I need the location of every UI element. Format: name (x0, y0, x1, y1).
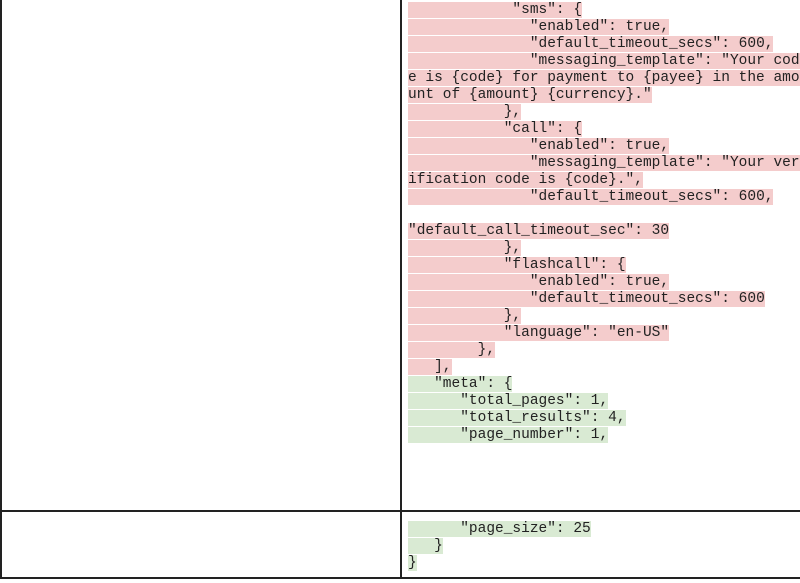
code-line: "call": { (408, 121, 583, 137)
code-line: "meta": { (408, 376, 513, 392)
code-line: } (408, 555, 417, 571)
code-line: }, (408, 240, 522, 256)
code-line: "enabled": true, (408, 19, 670, 35)
code-line: "total_results": 4, (408, 410, 626, 426)
code-block: "page_size": 25 } } (402, 512, 800, 572)
code-line: }, (408, 308, 522, 324)
code-line: }, (408, 104, 522, 120)
code-line: "page_number": 1, (408, 427, 609, 443)
right-cell: "page_size": 25 } } (400, 510, 800, 579)
left-cell (0, 510, 402, 579)
code-line: "total_pages": 1, (408, 393, 609, 409)
code-line: "language": "en-US" (408, 325, 670, 341)
code-line: "messaging_template": "Your code is {cod… (408, 53, 800, 103)
code-line: "default_timeout_secs": 600, (408, 189, 774, 205)
table-row: "page_size": 25 } } (0, 510, 800, 579)
code-line: "page_size": 25 (408, 521, 591, 537)
table-row: "sms": { "enabled": true, "default_timeo… (0, 0, 800, 512)
code-line: ], (408, 359, 452, 375)
left-cell (0, 0, 402, 512)
code-line: "sms": { (408, 2, 583, 18)
code-line: "messaging_template": "Your verification… (408, 155, 800, 188)
right-cell: "sms": { "enabled": true, "default_timeo… (400, 0, 800, 512)
code-line: }, (408, 342, 496, 358)
code-block: "sms": { "enabled": true, "default_timeo… (402, 0, 800, 444)
code-line: } (408, 538, 443, 554)
code-line: "default_call_timeout_sec": 30 (408, 223, 670, 239)
code-line: "enabled": true, (408, 274, 670, 290)
code-line: "default_timeout_secs": 600 (408, 291, 765, 307)
code-line: "default_timeout_secs": 600, (408, 36, 774, 52)
code-line: "enabled": true, (408, 138, 670, 154)
code-line: "flashcall": { (408, 257, 626, 273)
